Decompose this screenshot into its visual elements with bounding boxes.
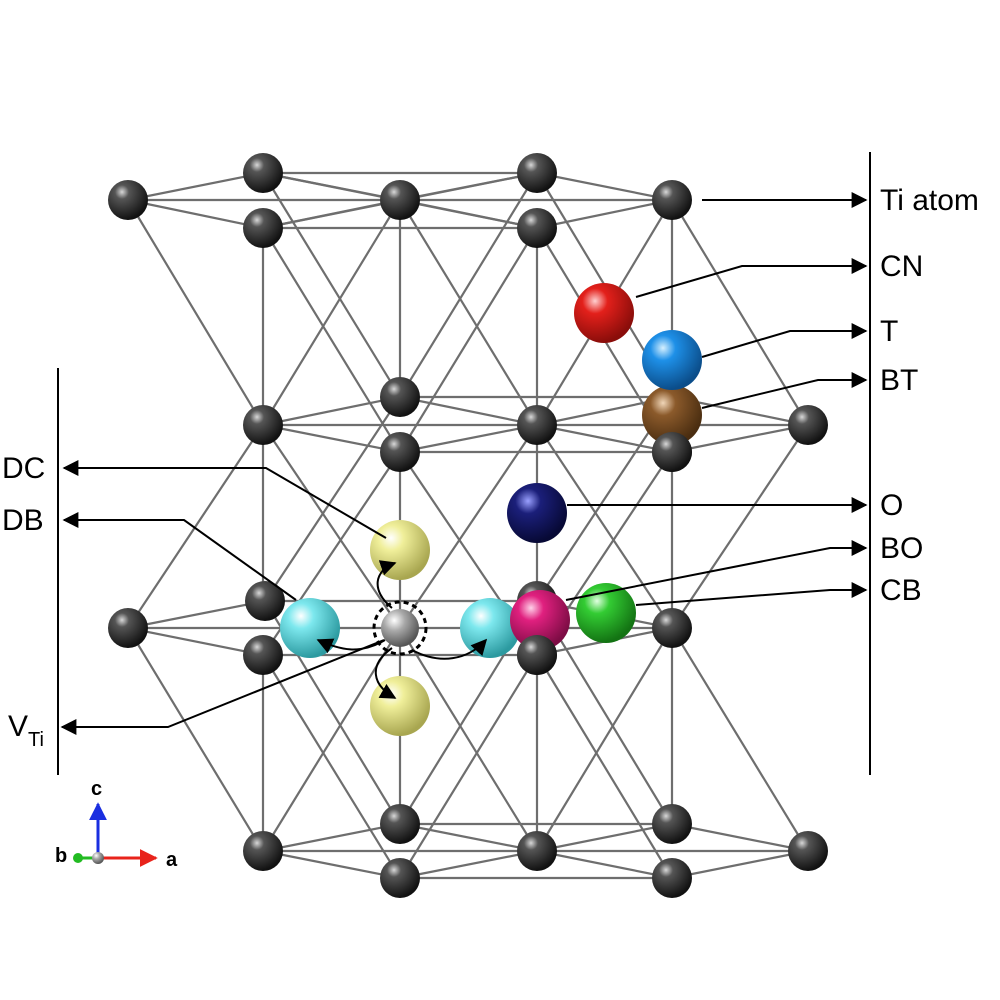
label-dc: DC <box>2 452 45 485</box>
ti-atom <box>517 405 557 445</box>
ti-atom <box>243 635 283 675</box>
label-ti-atom: Ti atom <box>880 184 979 217</box>
axis-a-label: a <box>166 849 178 871</box>
ti-atom <box>243 405 283 445</box>
label-vacancy-sub: Ti <box>28 729 44 751</box>
ti-atom <box>108 608 148 648</box>
ti-atom <box>243 831 283 871</box>
label-bo: BO <box>880 532 923 565</box>
ti-atom <box>788 405 828 445</box>
ti-atom <box>652 180 692 220</box>
ti-atom <box>108 180 148 220</box>
label-db: DB <box>2 504 44 537</box>
vacancy-dashed-ring <box>372 600 428 656</box>
o-site <box>507 483 567 543</box>
ti-atom <box>380 432 420 472</box>
label-leaders <box>60 192 868 735</box>
label-bt: BT <box>880 364 918 397</box>
cb-site <box>576 583 636 643</box>
ti-atom <box>243 208 283 248</box>
ti-atom <box>517 831 557 871</box>
label-t: T <box>880 315 898 348</box>
bo-site <box>510 590 570 650</box>
label-vacancy-main: V <box>8 710 28 743</box>
migration-arrows <box>316 560 488 699</box>
ti-atom <box>517 153 557 193</box>
ti-atom <box>380 180 420 220</box>
axis-b-label: b <box>55 845 67 867</box>
axis-triad: a c b <box>55 778 178 871</box>
ti-atom <box>788 831 828 871</box>
ti-atom <box>380 377 420 417</box>
label-cn: CN <box>880 250 923 283</box>
interstitial-sites <box>280 283 702 736</box>
ti-atom <box>517 635 557 675</box>
bt-site <box>642 385 702 445</box>
axis-origin <box>92 852 104 864</box>
label-cb: CB <box>880 574 922 607</box>
axis-c-label: c <box>91 778 102 800</box>
label-o: O <box>880 489 903 522</box>
cn-site <box>574 283 634 343</box>
label-vacancy: VTi <box>8 710 44 751</box>
axis-b-dot <box>73 853 83 863</box>
dc-site-upper <box>370 520 430 580</box>
t-site <box>642 330 702 390</box>
lattice-bonds <box>127 171 809 880</box>
ti-atom <box>517 208 557 248</box>
ti-atom <box>245 581 285 621</box>
ti-atom <box>380 858 420 898</box>
ti-atom <box>652 858 692 898</box>
db-site-left <box>280 598 340 658</box>
ti-atom <box>243 153 283 193</box>
ti-atom <box>652 432 692 472</box>
ti-atom <box>652 804 692 844</box>
ti-vacancy <box>381 609 419 647</box>
db-site-right <box>460 598 520 658</box>
ti-atom <box>652 608 692 648</box>
ti-atom <box>380 804 420 844</box>
